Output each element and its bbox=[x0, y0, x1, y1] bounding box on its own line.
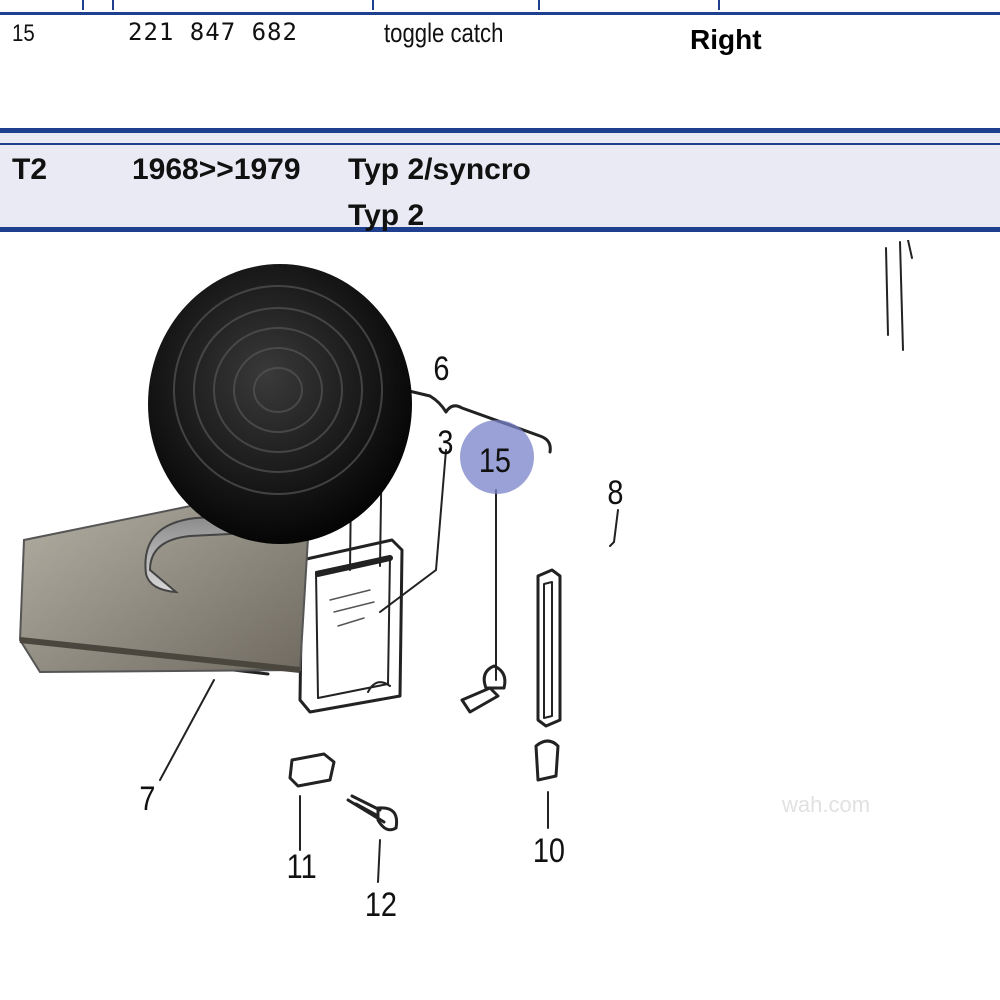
model-header: T2 1968>>1979 Typ 2/syncro Typ 2 bbox=[0, 128, 1000, 232]
column-divider bbox=[718, 0, 720, 10]
model-years: 1968>>1979 bbox=[132, 153, 301, 186]
callout-label: 3 bbox=[437, 424, 454, 462]
callout-label: 6 bbox=[433, 350, 450, 388]
photo-watermark: wah.com bbox=[782, 792, 871, 817]
parts-table-row: 15 221 847 682 toggle catch Right bbox=[0, 14, 1000, 124]
callout-label: 12 bbox=[364, 886, 397, 924]
callout-label-highlighted: 15 bbox=[478, 442, 511, 480]
callout-label: 10 bbox=[532, 832, 565, 870]
exploded-parts-diagram: 13 9 6 4 3 15 8 7 11 12 10 bbox=[0, 240, 1000, 1000]
model-type: Typ 2/syncro bbox=[348, 153, 531, 186]
part-number: 221 847 682 bbox=[128, 18, 298, 46]
column-divider bbox=[372, 0, 374, 10]
column-divider bbox=[538, 0, 540, 10]
callout-label: 11 bbox=[286, 848, 317, 886]
part-description: toggle catch bbox=[384, 18, 504, 48]
toggle-catch-photo bbox=[18, 264, 412, 674]
column-divider bbox=[82, 0, 84, 10]
parts-table-top-border bbox=[0, 0, 1000, 15]
position-number: 15 bbox=[12, 20, 35, 47]
callout-label: 8 bbox=[607, 474, 624, 512]
model-code: T2 bbox=[12, 153, 48, 186]
part-side: Right bbox=[690, 24, 762, 55]
callout-label: 7 bbox=[139, 780, 156, 818]
highlighted-callout-marker bbox=[460, 420, 534, 494]
column-divider bbox=[112, 0, 114, 10]
model-type: Typ 2 bbox=[348, 199, 425, 232]
